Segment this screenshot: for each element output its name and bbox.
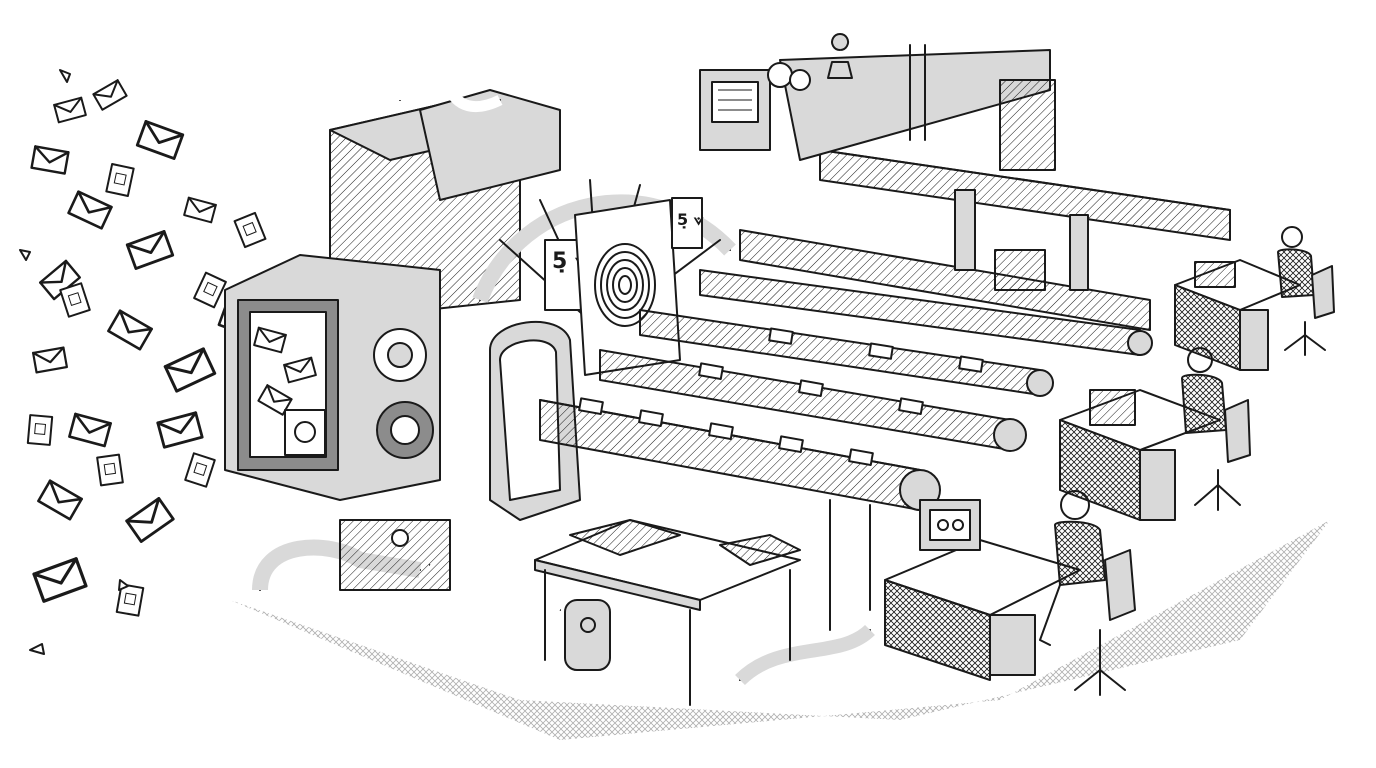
worker-icon <box>1039 490 1106 646</box>
glyph-card-icon <box>184 452 216 488</box>
office-chair-icon <box>1284 265 1335 356</box>
envelope-icon <box>68 412 112 448</box>
right-glyph-card-text: 5̣ ⟇ <box>677 210 704 229</box>
glyph-card-icon <box>233 211 267 249</box>
fingerprint-scanner: 5̣ ⟇ 5̣ ⟇ <box>489 197 704 521</box>
front-workbench <box>534 519 801 706</box>
workstation-back <box>1174 226 1335 371</box>
envelope-icon <box>67 190 113 230</box>
conveyor-belt-icon <box>578 327 984 466</box>
envelope-icon <box>135 120 185 160</box>
envelope-icon <box>107 309 153 351</box>
envelope-icon <box>30 145 70 175</box>
envelope-icon <box>156 411 204 449</box>
office-chair-icon <box>1074 549 1136 696</box>
worker-icon <box>1277 226 1315 298</box>
front-conveyor-belts <box>539 269 1153 631</box>
glyph-card-icon <box>26 414 54 446</box>
worker-icon <box>827 33 853 79</box>
envelope-icon <box>163 347 217 393</box>
envelope-icon <box>53 96 87 124</box>
envelope-icon <box>125 497 175 543</box>
glyph-card-icon <box>105 163 135 197</box>
fingerprint-icon <box>594 243 656 327</box>
envelope-icon <box>32 346 68 374</box>
flying-envelopes <box>19 69 273 655</box>
paper-scrap <box>19 69 129 655</box>
control-panel-icon <box>919 499 981 551</box>
workstation-middle <box>1059 347 1251 521</box>
envelope-icon <box>37 479 83 521</box>
envelope-icon <box>92 79 128 111</box>
glyph-card-icon <box>193 271 227 309</box>
envelope-icon <box>32 557 88 603</box>
intake-hopper <box>224 254 441 501</box>
envelope-icon <box>125 230 175 270</box>
floor-pipes <box>252 519 875 686</box>
glyph-card-icon <box>96 453 124 487</box>
envelope-icon <box>183 196 217 224</box>
workstation-front <box>884 490 1136 696</box>
office-chair-icon <box>1194 399 1251 511</box>
back-conveyor-lines <box>739 44 1231 331</box>
glyph-card-icon <box>59 282 91 318</box>
fingerprint-card <box>574 199 681 376</box>
back-control-unit <box>699 33 853 151</box>
